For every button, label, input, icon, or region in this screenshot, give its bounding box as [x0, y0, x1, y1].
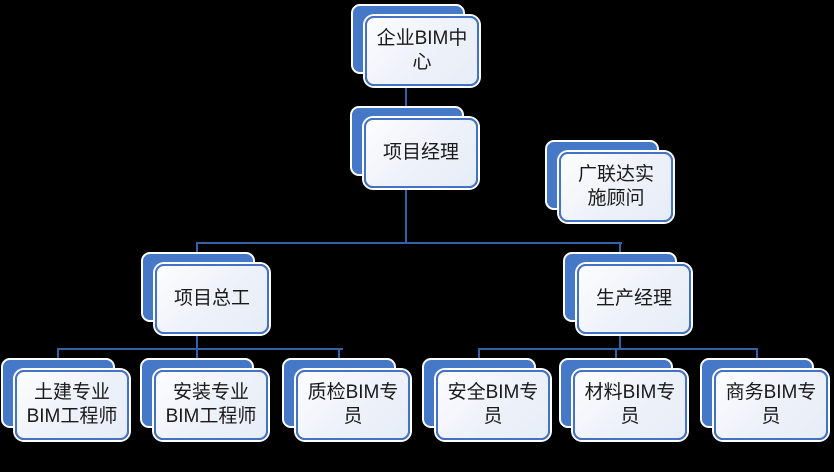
- connector-stub-production-manager: [619, 242, 621, 254]
- node-label: 广联达实 施顾问: [577, 164, 654, 209]
- node-label: 安装专业 BIM工程师: [165, 382, 257, 427]
- connector-level3-branch: [196, 242, 622, 244]
- connector-stub-civil: [57, 348, 59, 360]
- node-front-shape: 质检BIM专 员: [296, 370, 410, 440]
- connector-stub-safety: [478, 348, 480, 360]
- node-front-shape: 项目总工: [155, 264, 269, 334]
- node-front-shape: 生产经理: [577, 264, 691, 334]
- node-enterprise-bim-center: 企业BIM中 心: [351, 4, 479, 86]
- connector-left-branch: [57, 348, 343, 350]
- node-front-shape: 安装专业 BIM工程师: [154, 370, 268, 440]
- node-project-manager: 项目经理: [350, 106, 478, 188]
- node-label: 项目总工: [173, 288, 250, 309]
- connector-stub-business: [756, 348, 758, 360]
- connector-stub-chief-engineer: [196, 242, 198, 254]
- node-label: 土建专业 BIM工程师: [26, 382, 118, 427]
- node-business-bim-specialist: 商务BIM专 员: [700, 358, 828, 440]
- node-material-bim-specialist: 材料BIM专 员: [559, 358, 687, 440]
- node-production-manager: 生产经理: [563, 252, 691, 334]
- node-label: 项目经理: [382, 142, 459, 163]
- connector-right-branch: [478, 348, 758, 350]
- node-front-shape: 安全BIM专 员: [436, 370, 550, 440]
- node-front-shape: 广联达实 施顾问: [559, 152, 673, 222]
- connector-stub-installation: [196, 348, 198, 360]
- node-project-chief-engineer: 项目总工: [141, 252, 269, 334]
- connector-chief-engineer-trunk: [196, 336, 198, 350]
- node-front-shape: 企业BIM中 心: [365, 16, 479, 86]
- node-label: 生产经理: [595, 288, 672, 309]
- node-front-shape: 项目经理: [364, 118, 478, 188]
- connector-center-to-manager: [405, 86, 407, 108]
- connector-stub-material: [615, 348, 617, 360]
- node-label: 商务BIM专 员: [725, 382, 817, 427]
- node-label: 材料BIM专 员: [584, 382, 676, 427]
- node-front-shape: 商务BIM专 员: [714, 370, 828, 440]
- node-civil-bim-engineer: 土建专业 BIM工程师: [1, 358, 129, 440]
- node-label: 安全BIM专 员: [447, 382, 539, 427]
- node-safety-bim-specialist: 安全BIM专 员: [422, 358, 550, 440]
- node-glodon-consultant: 广联达实 施顾问: [545, 140, 673, 222]
- connector-stub-quality: [338, 348, 340, 360]
- node-label: 企业BIM中 心: [376, 28, 468, 73]
- node-quality-bim-specialist: 质检BIM专 员: [282, 358, 410, 440]
- connector-production-manager-trunk: [619, 336, 621, 350]
- node-installation-bim-engineer: 安装专业 BIM工程师: [140, 358, 268, 440]
- node-front-shape: 材料BIM专 员: [573, 370, 687, 440]
- connector-manager-trunk: [405, 190, 407, 244]
- node-front-shape: 土建专业 BIM工程师: [15, 370, 129, 440]
- node-label: 质检BIM专 员: [307, 382, 399, 427]
